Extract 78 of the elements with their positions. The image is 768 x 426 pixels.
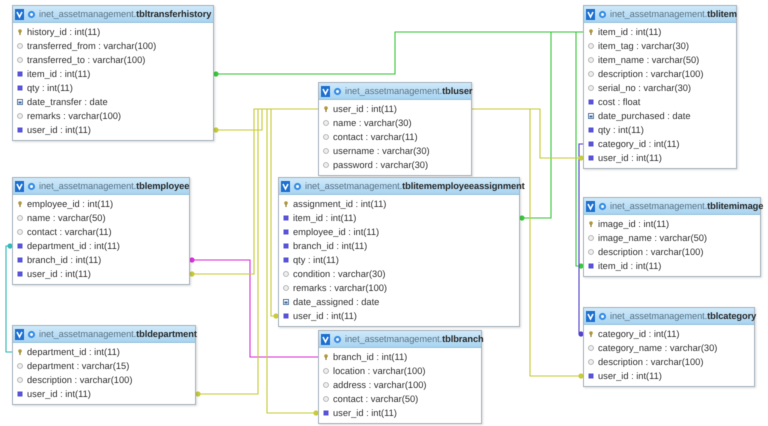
column-field: name : varchar(30) (333, 118, 412, 128)
column-field: cost : float (598, 97, 640, 107)
column-field: address : varchar(100) (333, 380, 427, 390)
column-field: user_id : int(11) (598, 153, 662, 163)
relation-line (5, 243, 13, 353)
table-box (318, 82, 472, 176)
column-field: date_purchased : date (598, 111, 691, 121)
column-field: history_id : int(11) (27, 27, 100, 37)
table-title: inet_assetmanagement.tbldepartment (39, 329, 197, 339)
column-field: department_id : int(11) (27, 347, 120, 357)
column-field: user_id : int(11) (333, 408, 397, 418)
column-field: serial_no : varchar(30) (598, 83, 692, 93)
column-field: contact : varchar(11) (333, 132, 418, 142)
relation-line (575, 31, 584, 269)
table-title: inet_assetmanagement.tblbranch (345, 334, 484, 344)
column-field: condition : varchar(30) (293, 269, 386, 279)
column-field: user_id : int(11) (27, 389, 91, 399)
column-field: user_id : int(11) (598, 371, 662, 381)
column-field: item_tag : varchar(30) (598, 41, 689, 51)
table-title: inet_assetmanagement.tbluser (345, 86, 472, 96)
relation-line (189, 257, 318, 358)
table-box (583, 197, 761, 277)
column-field: username : varchar(30) (333, 146, 430, 156)
column-field: employee_id : int(11) (27, 199, 114, 209)
column-field: user_id : int(11) (293, 311, 357, 321)
column-field: category_id : int(11) (598, 329, 680, 339)
column-field: item_name : varchar(50) (598, 55, 700, 65)
column-field: remarks : varchar(100) (293, 283, 388, 293)
column-field: employee_id : int(11) (293, 227, 380, 237)
column-field: branch_id : int(11) (333, 352, 408, 362)
table-title: inet_assetmanagement.tbltransferhistory (39, 9, 212, 19)
column-field: department_id : int(11) (27, 241, 120, 251)
column-field: qty : int(11) (293, 255, 339, 265)
column-field: password : varchar(30) (333, 160, 428, 170)
column-field: remarks : varchar(100) (27, 111, 122, 121)
column-field: user_id : int(11) (27, 125, 91, 135)
column-field: item_id : int(11) (598, 261, 662, 271)
column-field: item_id : int(11) (27, 69, 90, 79)
column-field: qty : int(11) (27, 83, 73, 93)
table-box (583, 5, 737, 169)
table-title: inet_assetmanagement.tblitememployeeassignment (305, 181, 525, 191)
column-field: date_transfer : date (27, 97, 108, 107)
column-field: user_id : int(11) (27, 269, 91, 279)
column-field: transferred_to : varchar(100) (27, 55, 146, 65)
column-field: date_assigned : date (293, 297, 380, 307)
relation-line (472, 108, 584, 379)
column-field: image_name : varchar(50) (598, 233, 708, 243)
relation-line (578, 143, 584, 337)
column-field: category_id : int(11) (598, 139, 680, 149)
column-field: transferred_from : varchar(100) (27, 41, 156, 51)
column-field: user_id : int(11) (333, 104, 397, 114)
column-field: description : varchar(100) (27, 375, 132, 385)
table-title: inet_assetmanagement.tblemployee (39, 181, 190, 191)
column-field: image_id : int(11) (598, 219, 670, 229)
relation-line (266, 108, 319, 416)
column-field: department : varchar(15) (27, 361, 130, 371)
column-field: item_id : int(11) (598, 27, 662, 37)
table-box (318, 330, 482, 424)
column-field: description : varchar(100) (598, 357, 704, 367)
column-field: qty : int(11) (598, 125, 644, 135)
column-field: location : varchar(100) (333, 366, 426, 376)
table-box (12, 325, 196, 405)
table-title: inet_assetmanagement.tblcategory (610, 311, 756, 321)
column-field: category_name : varchar(30) (598, 343, 718, 353)
column-field: name : varchar(50) (27, 213, 106, 223)
column-field: assignment_id : int(11) (293, 199, 386, 209)
table-box (583, 307, 755, 387)
column-field: branch_id : int(11) (27, 255, 102, 265)
column-field: contact : varchar(11) (27, 227, 112, 237)
table-title: inet_assetmanagement.tblitem (610, 9, 737, 19)
table-box (12, 177, 190, 285)
column-field: branch_id : int(11) (293, 241, 368, 251)
column-field: contact : varchar(50) (333, 394, 418, 404)
table-box (12, 5, 214, 141)
column-field: description : varchar(100) (598, 69, 704, 79)
table-title: inet_assetmanagement.tblitemimage (610, 201, 764, 211)
column-field: description : varchar(100) (598, 247, 704, 257)
column-field: item_id : int(11) (293, 213, 356, 223)
